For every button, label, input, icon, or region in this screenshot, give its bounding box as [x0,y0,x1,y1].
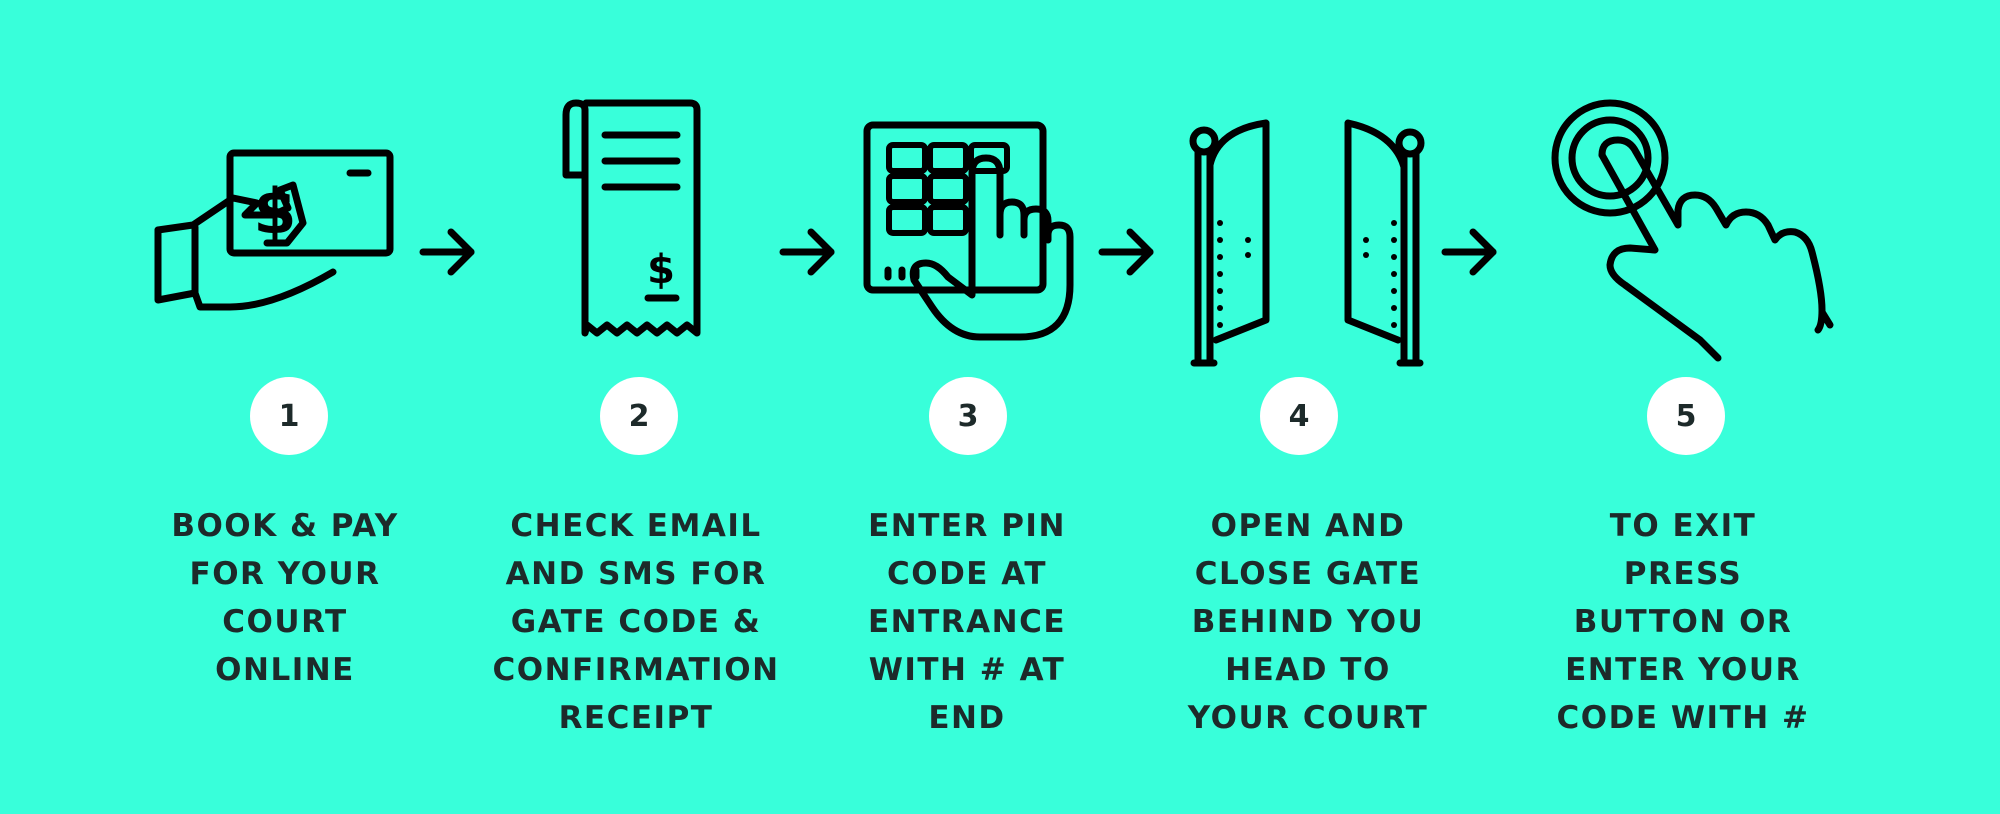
svg-text:$: $ [647,247,675,293]
step-number-badge: 3 [929,377,1007,455]
arrow-right-icon [1441,228,1497,276]
step-caption: OPEN AND CLOSE GATE BEHIND YOU HEAD TO Y… [1187,508,1429,736]
step-caption: ENTER PIN CODE AT ENTRANCE WITH # AT END [868,508,1066,736]
keypad-icon [863,121,1074,341]
arrow-right-icon [779,228,835,276]
step-number-badge: 4 [1260,377,1338,455]
hand-money-icon: $ [154,149,394,311]
receipt-icon: $ [562,99,701,337]
step-caption: CHECK EMAIL AND SMS FOR GATE CODE & CONF… [492,508,780,736]
step-caption: BOOK & PAY FOR YOUR COURT ONLINE [171,508,399,688]
arrow-right-icon [1098,228,1154,276]
step-number-badge: 2 [600,377,678,455]
gate-icon [1189,119,1425,367]
step-caption: TO EXIT PRESS BUTTON OR ENTER YOUR CODE … [1556,508,1810,736]
step-number-badge: 5 [1647,377,1725,455]
press-button-icon [1551,99,1834,362]
step-number-badge: 1 [250,377,328,455]
arrow-right-icon [419,228,475,276]
